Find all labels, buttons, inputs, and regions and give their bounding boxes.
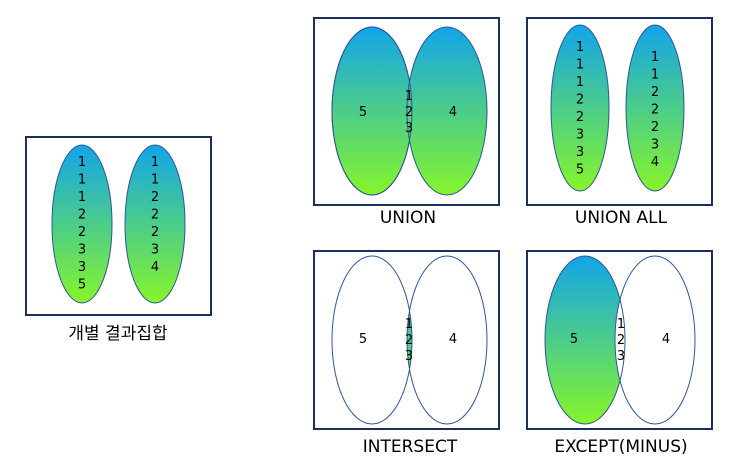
left-set-ellipse	[331, 255, 413, 425]
panel-caption-except: EXCEPT(MINUS)	[554, 437, 687, 457]
set-value: 2	[617, 333, 625, 348]
set-value: 2	[405, 333, 413, 348]
set-value: 4	[151, 260, 159, 275]
set-value: 5	[78, 278, 86, 293]
right-set-values: 1 1 2 2 2 3 4	[651, 50, 659, 170]
right-set-values: 1 1 2 2 2 3 4	[151, 155, 159, 275]
set-value: 1	[576, 75, 584, 90]
set-value: 1	[576, 58, 584, 73]
left-result-set-ellipse	[550, 24, 610, 192]
set-value: 3	[151, 243, 159, 258]
panel-frame	[25, 136, 212, 316]
set-value: 2	[576, 110, 584, 125]
right-only-value: 4	[449, 332, 457, 347]
set-value: 1	[151, 155, 159, 170]
common-values: 123	[405, 317, 413, 364]
set-value: 2	[151, 208, 159, 223]
set-value: 1	[651, 68, 659, 83]
panel-caption-individual: 개별 결과집합	[68, 324, 168, 344]
right-only-value: 4	[449, 105, 457, 120]
left-set-values: 1 1 1 2 2 3 3 5	[576, 40, 584, 178]
left-only-value: 5	[359, 332, 367, 347]
left-result-set-ellipse	[51, 144, 113, 304]
panel-caption-union: UNION	[380, 208, 436, 228]
set-value: 3	[405, 349, 413, 364]
set-value: 3	[78, 260, 86, 275]
right-result-set-ellipse	[625, 24, 685, 192]
panel-frame	[313, 17, 500, 206]
set-value: 5	[576, 163, 584, 178]
set-value: 1	[405, 89, 413, 104]
set-value: 2	[651, 120, 659, 135]
panel-individual-sets: 1 1 1 2 2 3 3 5 1 1 2 2 2 3 4 개별 결과집합	[25, 136, 212, 344]
set-value: 1	[576, 40, 584, 55]
panel-except: 5 123 4 EXCEPT(MINUS)	[526, 250, 713, 457]
right-set-ellipse	[406, 255, 488, 425]
set-value: 1	[78, 173, 86, 188]
right-only-value: 4	[662, 332, 670, 347]
set-value: 2	[651, 103, 659, 118]
panel-caption-intersect: INTERSECT	[363, 437, 458, 457]
set-value: 2	[405, 105, 413, 120]
left-set-ellipse	[331, 26, 413, 196]
left-set-filled-region	[545, 256, 625, 424]
set-value: 3	[576, 145, 584, 160]
set-value: 2	[151, 225, 159, 240]
set-value: 4	[651, 155, 659, 170]
left-set-outline	[331, 26, 413, 196]
right-set-ellipse	[406, 26, 488, 196]
panel-frame	[526, 17, 713, 206]
set-value: 2	[151, 190, 159, 205]
panel-intersect: 5 123 4 INTERSECT	[313, 250, 500, 457]
set-value: 1	[78, 155, 86, 170]
set-value: 3	[651, 138, 659, 153]
left-set-ellipse	[544, 255, 626, 425]
set-value: 1	[405, 317, 413, 332]
panel-frame	[313, 250, 500, 430]
right-result-set-ellipse	[124, 144, 186, 304]
left-only-value: 5	[359, 105, 367, 120]
set-value: 1	[651, 50, 659, 65]
panel-frame	[526, 250, 713, 430]
set-value: 1	[151, 173, 159, 188]
set-value: 1	[617, 317, 625, 332]
panel-union: 5 123 4 UNION	[313, 17, 500, 228]
common-values: 123	[617, 317, 625, 364]
set-value: 2	[651, 85, 659, 100]
set-value: 2	[78, 225, 86, 240]
left-only-value: 5	[570, 332, 578, 347]
set-value: 3	[617, 349, 625, 364]
common-values: 123	[405, 89, 413, 136]
panel-caption-union-all: UNION ALL	[575, 208, 668, 228]
right-set-filled-region	[407, 256, 412, 424]
set-value: 3	[78, 243, 86, 258]
set-value: 2	[576, 93, 584, 108]
left-set-values: 1 1 1 2 2 3 3 5	[78, 155, 86, 293]
set-value: 3	[405, 121, 413, 136]
set-value: 2	[78, 208, 86, 223]
set-value: 3	[576, 128, 584, 143]
set-value: 1	[78, 190, 86, 205]
right-set-ellipse	[614, 255, 696, 425]
panel-union-all: 1 1 1 2 2 3 3 5 1 1 2 2 2 3 4 UNION ALL	[526, 17, 713, 228]
